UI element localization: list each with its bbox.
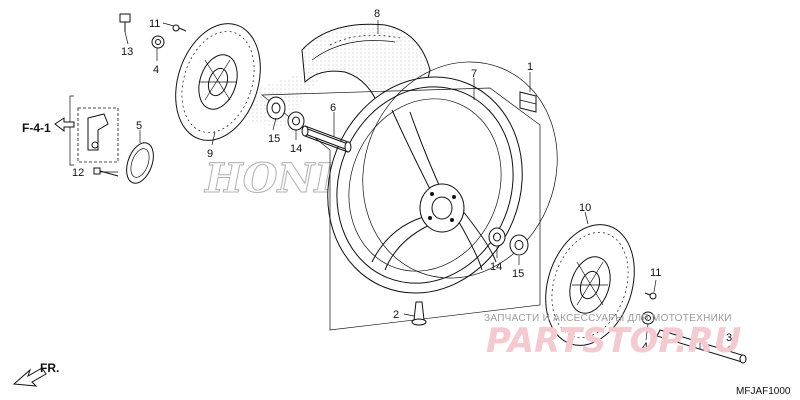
callout-15-bottom: 15	[512, 268, 524, 280]
brake-disk-part-9	[175, 23, 261, 141]
callout-11-top: 11	[149, 18, 160, 30]
bearing-part-14-bottom	[488, 227, 506, 247]
callout-2: 2	[393, 309, 399, 321]
callout-6: 6	[330, 102, 336, 114]
balance-weight-part-1	[519, 91, 537, 113]
bearing-part-14-top	[287, 111, 305, 131]
callout-13: 13	[121, 46, 133, 58]
callout-5: 5	[136, 120, 142, 132]
forward-marker-label: FR.	[40, 361, 59, 375]
section-reference-bracket	[54, 95, 75, 166]
callout-12: 12	[72, 167, 84, 179]
callout-14-bottom: 14	[490, 261, 502, 273]
callout-4-top: 4	[153, 64, 159, 76]
dust-seal-part-15-bottom	[509, 234, 529, 256]
sensor-box	[77, 107, 119, 163]
screw-part-11-bottom	[644, 292, 657, 300]
bolt-part-13	[119, 13, 131, 32]
callout-14-top: 14	[290, 143, 302, 155]
wheel-assembly-frame	[261, 87, 541, 331]
front-wheel-part-7	[327, 61, 558, 294]
callout-11-bottom: 11	[650, 267, 661, 279]
partstop-watermark: ЗАПЧАСТИ И АКСЕССУАРЫ ДЛЯ МОТОТЕХНИКИ PA…	[484, 313, 741, 361]
leader-lines	[100, 20, 731, 353]
forward-arrow-icon	[12, 367, 47, 387]
callout-4-bottom: 4	[642, 341, 648, 353]
axle-collar-part-6	[301, 125, 352, 153]
watermark-tagline: ЗАПЧАСТИ И АКСЕССУАРЫ ДЛЯ МОТОТЕХНИКИ	[484, 313, 732, 324]
callout-10: 10	[579, 202, 591, 214]
callout-15-top: 15	[268, 133, 280, 145]
wheel-speed-sensor	[87, 113, 109, 151]
watermark-site: PARTSTOP.RU	[486, 321, 741, 361]
front-axle-part-3	[656, 329, 747, 364]
section-reference-label: F-4-1	[22, 121, 51, 135]
callout-9: 9	[207, 148, 213, 160]
callout-1: 1	[527, 61, 533, 73]
screw-part-11-top	[172, 24, 187, 32]
drawing-code: MFJAF1000	[736, 386, 791, 397]
dust-seal-part-15-top	[266, 96, 286, 120]
callout-7: 7	[471, 68, 477, 80]
callout-8: 8	[374, 8, 380, 20]
callout-3: 3	[726, 332, 732, 344]
washer-part-4-top	[151, 35, 165, 49]
valve-stem-part-2	[411, 301, 427, 326]
brake-disk-part-10	[545, 224, 635, 346]
pulser-ring-part-5	[126, 142, 154, 184]
